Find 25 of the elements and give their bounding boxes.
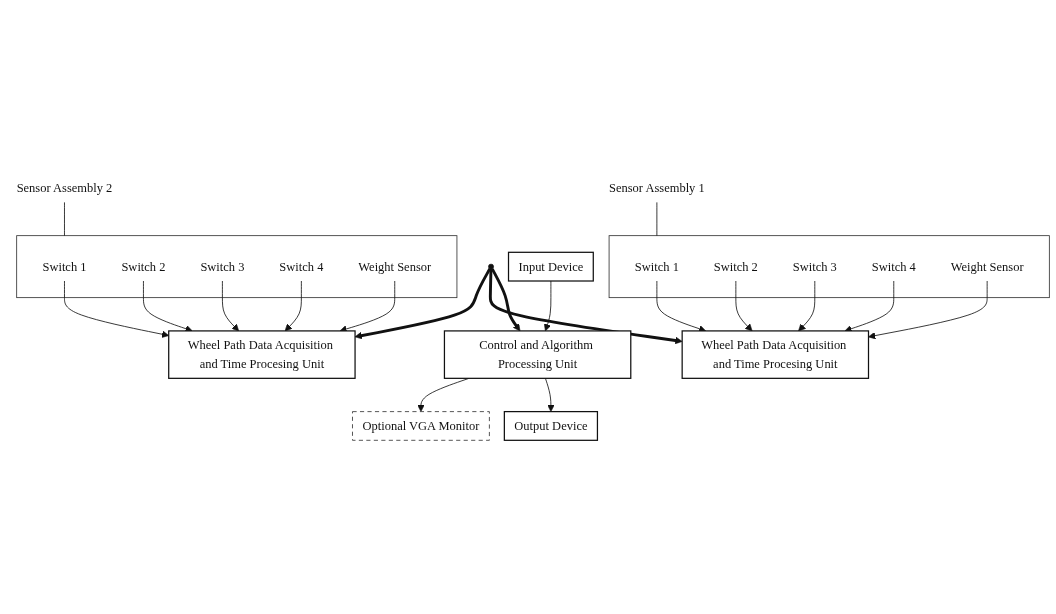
node-circle xyxy=(488,263,494,270)
cluster xyxy=(16,235,458,299)
node-text: Switch 2 xyxy=(121,259,166,274)
node-text: Sensor Assembly 2 xyxy=(16,181,113,195)
connector xyxy=(656,201,658,237)
arrow xyxy=(490,268,521,332)
node-text: Weight Sensor xyxy=(950,259,1024,274)
cluster xyxy=(608,235,1050,299)
node-text: Switch 1 xyxy=(634,259,679,274)
node-box: Control and Algorithm Processing Unit xyxy=(443,330,632,379)
node-text: Switch 3 xyxy=(200,259,245,274)
connector xyxy=(64,201,65,237)
node-text: Switch 2 xyxy=(713,259,758,274)
node-box: Wheel Path Data Acquisition and Time Procesing Unit xyxy=(681,330,870,379)
node-text: Switch 4 xyxy=(279,259,324,274)
node-text: Switch 1 xyxy=(42,259,87,274)
node-text: Sensor Assembly 1 xyxy=(609,181,705,195)
arrow xyxy=(488,269,683,345)
node-text: Weight Sensor xyxy=(358,259,432,274)
node-text: Switch 3 xyxy=(792,259,837,274)
node-box: Wheel Path Data Acquisition and Time Procesing Unit xyxy=(168,330,356,379)
node-box: Optional VGA Monitor xyxy=(352,411,490,441)
node-box: Output Device xyxy=(503,411,599,441)
node-text: Switch 4 xyxy=(871,259,916,274)
node-box: Input Device xyxy=(507,251,594,282)
